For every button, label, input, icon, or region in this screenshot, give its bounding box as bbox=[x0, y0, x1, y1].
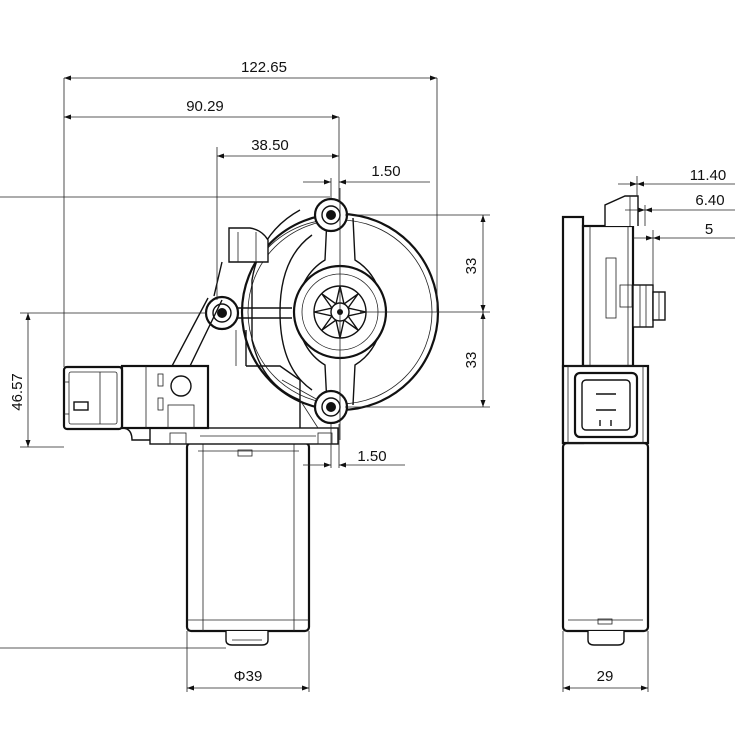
dim-overall-width: 122.65 bbox=[241, 59, 287, 76]
upper-tab bbox=[228, 227, 269, 263]
housing-base bbox=[149, 427, 339, 445]
front-dimensions: 122.65 90.29 38.50 1.50 1.50 33 33 bbox=[0, 59, 490, 692]
dim-boss-offset: 38.50 bbox=[251, 137, 289, 154]
front-view bbox=[62, 188, 440, 646]
motor-body bbox=[185, 441, 311, 646]
connector-block bbox=[120, 364, 210, 441]
dim-bottom-offset: 1.50 bbox=[357, 448, 386, 465]
side-view bbox=[561, 195, 666, 646]
dim-connector-height: 46.57 bbox=[9, 373, 26, 411]
dim-side-depth-3: 5 bbox=[705, 221, 713, 238]
connector-plug bbox=[62, 365, 124, 431]
dim-side-depth-1: 11.40 bbox=[690, 167, 726, 184]
dim-upper-pitch: 33 bbox=[463, 258, 480, 275]
dim-to-axis: 90.29 bbox=[186, 98, 224, 115]
dim-top-offset: 1.50 bbox=[371, 163, 400, 180]
dim-motor-diameter: Φ39 bbox=[234, 668, 263, 685]
side-dimensions: 29 11.40 6.40 5 bbox=[562, 167, 735, 692]
dim-side-width: 29 bbox=[597, 668, 614, 685]
dim-side-depth-2: 6.40 bbox=[695, 192, 724, 209]
dim-lower-pitch: 33 bbox=[463, 352, 480, 369]
